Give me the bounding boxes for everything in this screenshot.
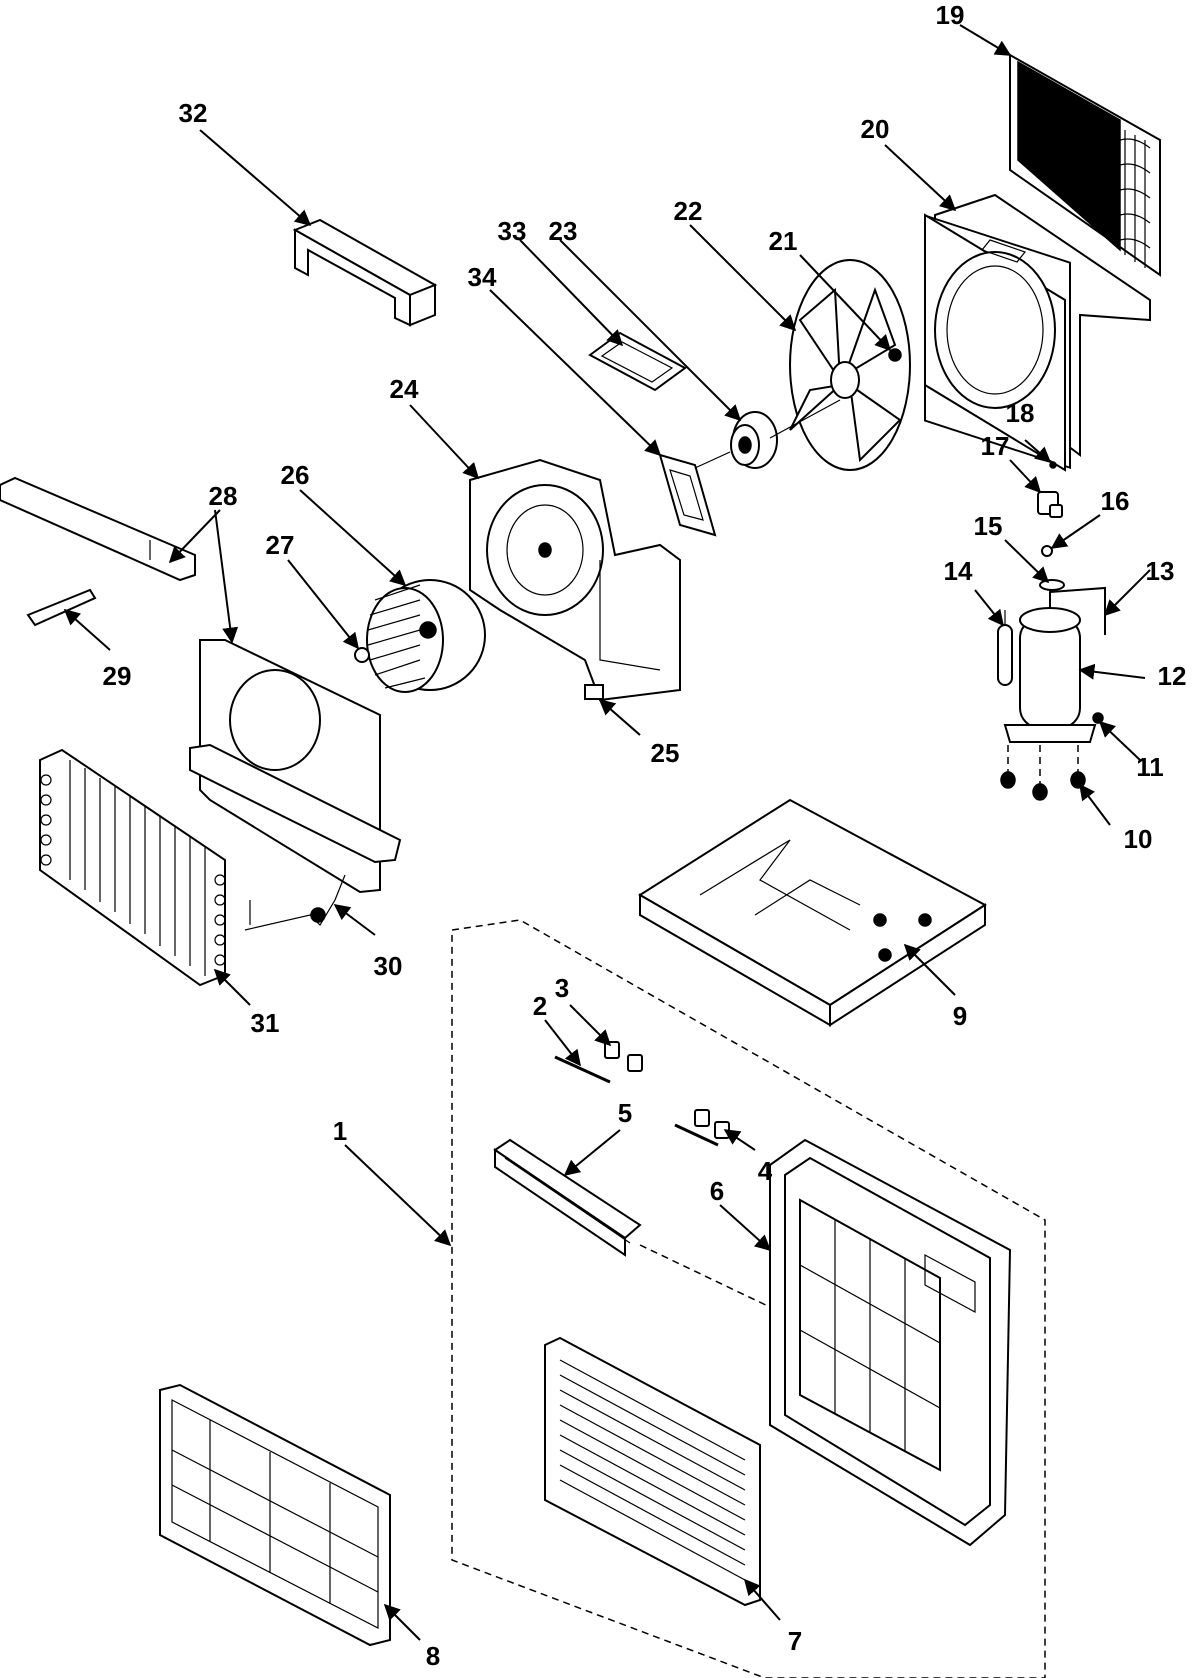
callout-9: 9 <box>953 1001 967 1031</box>
callout-1: 1 <box>333 1116 347 1146</box>
part-24-blower-housing <box>469 458 681 702</box>
callout-3: 3 <box>555 973 569 1003</box>
leader-lines <box>63 24 1151 1641</box>
part-11-bolt <box>1092 712 1104 724</box>
callout-14: 14 <box>944 556 973 586</box>
callout-17: 17 <box>981 431 1010 461</box>
part-26-blower-wheel <box>366 579 486 693</box>
callout-26: 26 <box>281 460 310 490</box>
part-34-motor-bracket <box>658 453 717 537</box>
callout-6: 6 <box>710 1176 724 1206</box>
part-8-filter <box>159 1383 391 1647</box>
callout-33: 33 <box>498 216 527 246</box>
part-23-fan-motor <box>694 399 841 469</box>
part-29-rod <box>26 588 97 627</box>
callout-31: 31 <box>251 1008 280 1038</box>
callout-32: 32 <box>179 98 208 128</box>
callout-22: 22 <box>674 196 703 226</box>
part-4-clips <box>674 1109 730 1147</box>
callout-19: 19 <box>936 0 965 30</box>
callout-4: 4 <box>758 1156 773 1186</box>
part-32-cover <box>292 218 438 327</box>
callout-16: 16 <box>1101 486 1130 516</box>
part-28-panel <box>0 476 402 894</box>
part-3-clips <box>604 1041 643 1072</box>
part-5-louver <box>493 1138 861 1351</box>
part-12-compressor <box>1003 607 1097 743</box>
callout-2: 2 <box>533 991 547 1021</box>
part-20-shroud <box>924 193 1151 472</box>
callout-28: 28 <box>209 481 238 511</box>
part-16-nut <box>1041 545 1053 557</box>
callout-11: 11 <box>1136 752 1164 782</box>
callout-18: 18 <box>1006 398 1035 428</box>
part-2-rod <box>554 1055 611 1084</box>
callout-29: 29 <box>103 661 132 691</box>
part-6-front-frame <box>769 1138 1012 1547</box>
part-7-grille <box>544 1336 761 1607</box>
callout-12: 12 <box>1158 661 1187 691</box>
part-21-nut <box>888 348 902 362</box>
callout-7: 7 <box>788 1626 802 1656</box>
part-1-grille-assembly-outline <box>451 919 1046 1678</box>
part-10-grommets <box>1000 745 1086 801</box>
callout-15: 15 <box>974 511 1003 541</box>
callout-30: 30 <box>374 951 403 981</box>
callout-20: 20 <box>861 114 890 144</box>
part-17-clip <box>1037 491 1063 518</box>
callout-21: 21 <box>769 226 798 256</box>
callout-13: 13 <box>1146 556 1175 586</box>
part-22-fan-blade <box>789 259 911 471</box>
part-27-nut <box>354 647 370 663</box>
part-14-capacitor <box>997 610 1013 686</box>
callout-25: 25 <box>651 738 680 768</box>
part-18-screw <box>1049 461 1057 469</box>
part-31-evaporator-coil <box>39 748 226 987</box>
callout-10: 10 <box>1124 824 1153 854</box>
part-30-tube <box>244 874 346 931</box>
part-19-condenser-coil <box>1009 53 1161 277</box>
callout-34: 34 <box>468 262 497 292</box>
part-33-plate <box>588 331 687 392</box>
callout-5: 5 <box>618 1098 632 1128</box>
part-25-clip <box>584 684 604 700</box>
callout-24: 24 <box>390 374 419 404</box>
part-15-washer <box>1039 579 1065 591</box>
part-9-base-pan <box>638 798 987 1027</box>
callout-27: 27 <box>266 530 295 560</box>
callout-labels: 19 20 32 33 23 22 21 34 24 18 17 16 28 2… <box>103 0 1187 1671</box>
callout-8: 8 <box>426 1641 440 1671</box>
callout-23: 23 <box>549 216 578 246</box>
